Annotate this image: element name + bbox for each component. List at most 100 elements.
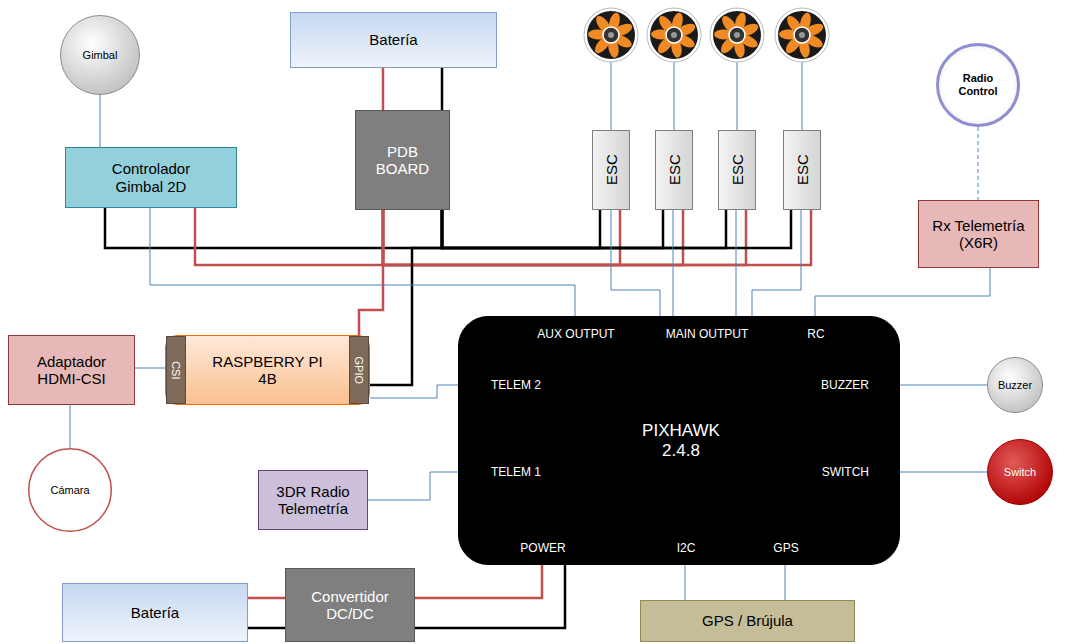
port-label: I2C: [677, 542, 696, 556]
node-label: 3DR Radio Telemetría: [265, 483, 361, 518]
signal-connector: [736, 210, 737, 316]
raspberry-box: CSI GPIO RASPBERRY PI 4B: [165, 335, 370, 405]
connector-path: [673, 210, 674, 316]
connector-path: [368, 472, 458, 500]
circle-shape: [988, 440, 1053, 505]
power-connector: [383, 68, 442, 110]
connector-path: [383, 210, 620, 265]
connector-path: [383, 210, 746, 265]
receiver-box: Rx Telemetría (X6R): [918, 200, 1039, 268]
motor-ring: [775, 8, 829, 62]
motor-body: [650, 11, 698, 59]
dc-converter-box: Convertidor DC/DC: [285, 568, 415, 642]
connector-path: [248, 597, 285, 600]
power-connector: [383, 210, 620, 265]
gpio-port: GPIO: [349, 336, 369, 404]
node-label: Adaptador HDMI-CSI: [22, 353, 122, 388]
motor-hub: [794, 27, 810, 43]
port-label: RC: [807, 328, 824, 342]
motor-ring: [647, 8, 701, 62]
signal-connector: [370, 385, 458, 398]
node-label: RASPBERRY PI 4B: [203, 353, 333, 388]
node-label: Rx Telemetría (X6R): [926, 217, 1031, 252]
node-label: CSI: [170, 361, 183, 379]
power-connector: [105, 208, 442, 265]
node-label: Batería: [131, 604, 179, 621]
motor-wire: [674, 62, 675, 130]
csi-port: CSI: [166, 336, 186, 404]
motor-body: [587, 11, 635, 59]
buzzer-circle: Buzzer: [987, 357, 1043, 413]
node-label: PDB BOARD: [372, 143, 434, 178]
signal-connector: [978, 127, 979, 200]
esc-box: ESC: [783, 130, 821, 210]
gps-compass-box: GPS / Brújula: [640, 600, 855, 642]
connector-path: [105, 208, 442, 248]
connector-path: [248, 627, 285, 630]
signal-connector: [685, 565, 686, 600]
motor-hub: [729, 27, 745, 43]
node-label: Batería: [369, 31, 417, 48]
switch-circle: Switch: [987, 439, 1053, 505]
circle-shape: [938, 45, 1019, 126]
node-label: Cámara: [50, 484, 89, 497]
radio-control-circle: Radio Control: [936, 43, 1020, 127]
connector-path: [442, 210, 663, 248]
motor-icon: [775, 8, 829, 130]
connector-path: [70, 405, 71, 448]
connector-path: [135, 368, 166, 369]
power-connector: [383, 210, 811, 265]
connector-path: [685, 565, 686, 600]
signal-connector: [900, 385, 987, 386]
motor-ring: [584, 8, 638, 62]
signal-connector: [100, 95, 101, 147]
circle-shape: [29, 449, 112, 532]
gimbal-circle: Gimbal: [60, 15, 140, 95]
port-label: GPS: [773, 542, 798, 556]
motor-shaft: [734, 32, 740, 38]
port-label: POWER: [520, 542, 565, 556]
motor-shaft: [799, 32, 805, 38]
motor-icon: [584, 8, 638, 130]
port-label: SWITCH: [822, 466, 869, 480]
signal-connector: [815, 268, 990, 316]
signal-connector: [611, 210, 660, 316]
gimbal-controller-box: Controlador Gimbal 2D: [65, 147, 237, 208]
connector-path: [611, 210, 660, 316]
node-label: ESC: [728, 155, 745, 186]
connector-path: [442, 210, 600, 248]
motor-wire: [737, 62, 738, 130]
connector-path: [382, 68, 385, 110]
node-label: Convertidor DC/DC: [300, 588, 400, 623]
motor-wire: [611, 62, 612, 130]
connector-path: [359, 210, 383, 336]
power-connector: [383, 210, 746, 265]
adapter-box: Adaptador HDMI-CSI: [8, 335, 135, 405]
signal-connector: [150, 208, 575, 316]
signal-connector: [70, 405, 71, 448]
node-label: GPS / Brújula: [702, 612, 793, 629]
motor-hub: [666, 27, 682, 43]
signal-connector: [752, 210, 801, 316]
node-label: ESC: [602, 155, 619, 186]
esc-box: ESC: [592, 130, 630, 210]
connector-path: [150, 208, 575, 316]
node-label: ESC: [793, 155, 810, 186]
connector-path: [383, 210, 683, 265]
connector-path: [442, 210, 791, 248]
pdb-box: PDB BOARD: [355, 110, 450, 210]
connector-path: [383, 210, 811, 265]
power-connector: [415, 565, 565, 628]
connector-path: [752, 210, 801, 316]
motor-shaft: [608, 32, 614, 38]
signal-connector: [135, 368, 166, 369]
signal-connector: [785, 565, 786, 600]
connector-path: [369, 210, 442, 385]
connector-path: [370, 385, 458, 398]
connector-path: [415, 565, 565, 628]
esc-box: ESC: [655, 130, 693, 210]
node-label: GPIO: [353, 356, 366, 384]
node-label: Switch: [1004, 466, 1036, 479]
